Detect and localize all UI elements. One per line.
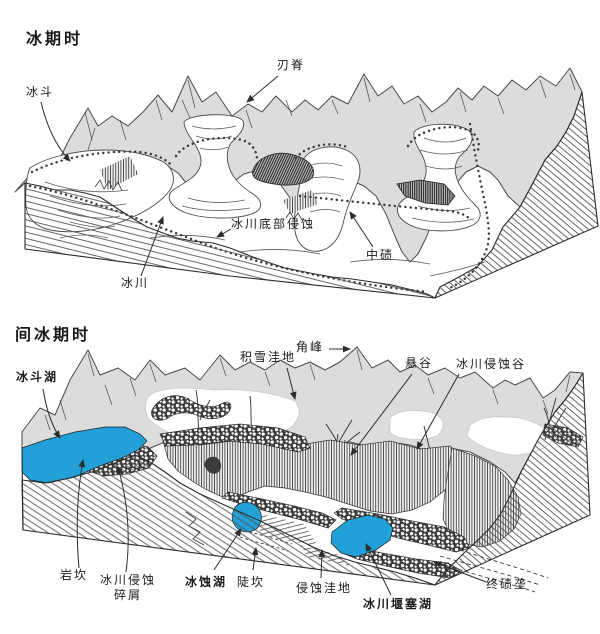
ridge-texture [84,73,576,151]
label-glacial-debris: 冰川侵蚀 碎屑 [96,573,160,603]
label-cirque: 冰斗 [26,85,55,99]
interglacial-period-diagram [21,345,591,596]
label-arete: 刃脊 [277,58,306,72]
glacial-period-title: 冰期时 [26,31,84,48]
glacial-period-diagram [14,67,599,299]
bottom-arrows [42,345,487,596]
interglacial-period-title: 间冰期时 [15,327,92,344]
crevasse-fan-center [283,190,318,214]
label-rock-sill: 岩坎 [60,568,89,582]
label-glacier: 冰川 [121,276,150,290]
label-moraine-dammed-lake: 冰川堰塞湖 [363,597,434,611]
rock-outcrop-center [252,152,315,186]
label-terminal-moraine: 终碛垄 [486,577,529,591]
label-scarp: 陡坎 [237,575,266,589]
label-horn-peak: 角峰 [296,340,325,354]
label-erosion-hollow: 侵蚀洼地 [296,581,353,595]
crevasse-zigzag-left [94,179,123,192]
label-snow-hollow: 积雪洼地 [240,350,297,364]
label-subglacial-erosion: 冰川底部侵蚀 [231,217,316,231]
small-rock-knob [204,456,221,474]
block-left-edge [21,447,24,531]
label-cirque-lake: 冰斗湖 [16,370,59,384]
terrace-stripes [252,512,318,546]
cirque-lake [21,426,148,484]
block-front-face [24,182,436,299]
glacier-lobe-right [397,123,481,232]
label-glacial-debris-line2: 碎屑 [113,588,142,602]
top-arrows [40,75,374,277]
block-right-face [434,372,591,586]
glacier-lobe-center-left [168,114,262,219]
block-front-face [21,454,436,586]
label-glacial-erosion-lake: 冰蚀湖 [185,575,228,589]
label-glacial-debris-line1: 冰川侵蚀 [99,573,156,587]
rock-outcrop-right [396,179,456,206]
label-medial-moraine: 中碛 [366,248,395,262]
block-right-face [434,91,599,299]
label-hanging-valley: 悬谷 [405,356,434,370]
ridge-texture [44,349,571,431]
crevasse-zigzag-center [285,211,303,221]
moraine-dammed-lake [330,514,394,558]
label-glacial-trough: 冰川侵蚀谷 [456,357,527,371]
